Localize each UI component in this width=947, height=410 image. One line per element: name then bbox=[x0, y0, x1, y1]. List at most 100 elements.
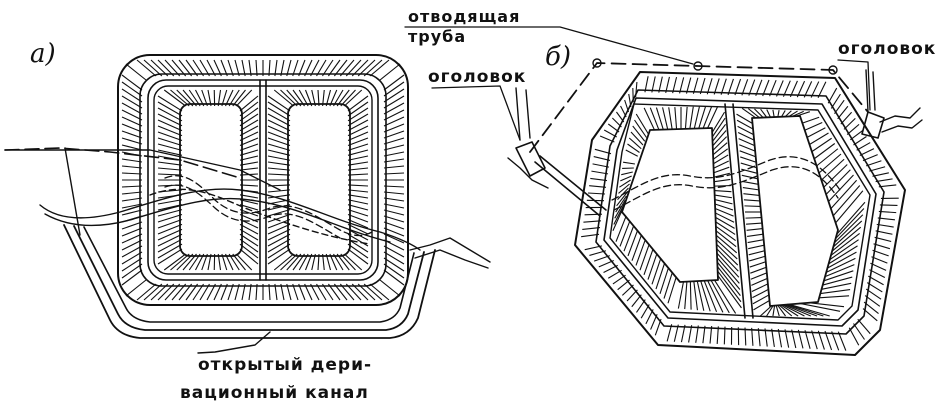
slope-hatch-tick bbox=[357, 59, 376, 77]
slope-hatch-tick bbox=[672, 76, 678, 94]
slope-hatch-tick bbox=[310, 59, 320, 77]
slope-hatch-tick bbox=[788, 110, 798, 117]
basin-b-outer-slope-hatch bbox=[581, 76, 899, 351]
slope-hatch-tick bbox=[121, 109, 143, 121]
slope-hatch-tick bbox=[383, 74, 405, 91]
slope-hatch-tick bbox=[746, 222, 763, 225]
slope-hatch-tick bbox=[255, 283, 258, 301]
basin-b-inner-slope-hatch bbox=[612, 105, 866, 317]
slope-hatch-tick bbox=[344, 89, 363, 107]
slope-hatch-tick bbox=[834, 99, 845, 114]
slope-hatch-tick bbox=[239, 248, 259, 265]
slope-hatch-tick bbox=[292, 253, 305, 271]
slope-hatch-tick bbox=[157, 228, 183, 241]
slope-hatch-tick bbox=[819, 295, 850, 299]
slope-hatch-tick bbox=[347, 189, 369, 193]
slope-hatch-tick bbox=[347, 113, 369, 127]
slope-hatch-tick bbox=[339, 59, 355, 77]
slope-hatch-tick bbox=[859, 148, 875, 156]
slope-hatch-tick bbox=[351, 283, 369, 301]
slope-hatch-tick bbox=[121, 158, 143, 163]
slope-hatch-tick bbox=[325, 253, 332, 271]
slope-hatch-tick bbox=[383, 109, 405, 121]
slope-hatch-tick bbox=[824, 330, 833, 351]
slope-hatch-tick bbox=[662, 107, 669, 130]
pipe-node bbox=[693, 61, 703, 71]
slope-hatch-tick bbox=[751, 283, 769, 293]
slope-hatch-tick bbox=[868, 275, 884, 286]
slope-hatch-tick bbox=[878, 210, 897, 214]
slope-hatch-tick bbox=[280, 283, 285, 301]
slope-hatch-tick bbox=[267, 167, 291, 171]
slope-hatch-tick bbox=[121, 221, 143, 230]
slope-hatch-tick bbox=[274, 283, 278, 301]
slope-hatch-tick bbox=[239, 173, 259, 176]
slope-hatch-tick bbox=[684, 106, 688, 129]
slope-hatch-tick bbox=[829, 239, 859, 261]
slope-hatch-tick bbox=[817, 330, 825, 350]
slope-hatch-tick bbox=[875, 178, 893, 183]
slope-hatch-tick bbox=[383, 88, 405, 103]
slope-hatch-tick bbox=[712, 130, 727, 147]
slope-hatch-tick bbox=[822, 276, 853, 286]
slope-hatch-tick bbox=[583, 220, 602, 223]
slope-hatch-tick bbox=[707, 280, 724, 313]
canal-label-line2: вационный канал bbox=[180, 383, 369, 403]
slope-hatch-tick bbox=[853, 136, 867, 146]
slope-hatch-tick bbox=[273, 89, 294, 107]
slope-hatch-tick bbox=[157, 218, 183, 229]
slope-hatch-tick bbox=[292, 59, 299, 77]
slope-hatch-tick bbox=[784, 110, 792, 118]
slope-hatch-tick bbox=[753, 299, 770, 311]
slope-hatch-tick bbox=[620, 105, 627, 118]
slope-hatch-tick bbox=[772, 305, 776, 317]
slope-hatch-tick bbox=[751, 277, 768, 286]
slope-hatch-tick bbox=[347, 238, 369, 253]
slope-hatch-tick bbox=[157, 143, 183, 151]
slope-hatch-tick bbox=[369, 59, 390, 77]
slope-hatch-tick bbox=[157, 233, 183, 247]
slope-hatch-tick bbox=[347, 228, 369, 241]
slope-hatch-tick bbox=[850, 130, 864, 141]
slope-hatch-tick bbox=[157, 243, 183, 259]
slope-hatch-tick bbox=[329, 89, 338, 107]
slope-hatch-tick bbox=[347, 143, 369, 151]
slope-hatch-tick bbox=[714, 190, 732, 193]
slope-hatch-tick bbox=[267, 218, 291, 229]
slope-hatch-tick bbox=[825, 169, 851, 195]
figure-b-pipe-route bbox=[529, 58, 869, 153]
slope-hatch-tick bbox=[383, 233, 405, 244]
slope-hatch-tick bbox=[347, 107, 369, 122]
slope-hatch-tick bbox=[827, 251, 857, 269]
slope-hatch-tick bbox=[617, 279, 630, 291]
slope-hatch-tick bbox=[831, 331, 840, 351]
slope-hatch-tick bbox=[716, 239, 738, 260]
slope-hatch-tick bbox=[336, 89, 350, 107]
slope-hatch-tick bbox=[632, 125, 646, 142]
slope-hatch-tick bbox=[239, 238, 259, 253]
basin-a bbox=[117, 54, 409, 306]
slope-hatch-tick bbox=[227, 59, 234, 77]
slope-hatch-tick bbox=[723, 326, 726, 345]
slope-hatch-tick bbox=[809, 132, 829, 145]
slope-hatch-tick bbox=[344, 253, 363, 271]
slope-hatch-tick bbox=[630, 131, 644, 146]
slope-hatch-tick bbox=[785, 303, 818, 317]
slope-hatch-tick bbox=[255, 59, 258, 77]
slope-hatch-tick bbox=[121, 130, 143, 139]
slope-hatch-tick bbox=[220, 59, 228, 77]
slope-hatch-tick bbox=[267, 173, 291, 176]
slope-hatch-tick bbox=[627, 143, 640, 153]
slope-hatch-tick bbox=[267, 107, 291, 122]
slope-hatch-tick bbox=[587, 192, 606, 195]
slope-hatch-tick bbox=[846, 123, 860, 135]
slope-hatch-tick bbox=[636, 299, 646, 313]
slope-hatch-tick bbox=[267, 119, 291, 132]
slope-hatch-tick bbox=[645, 309, 654, 325]
slope-hatch-tick bbox=[674, 107, 678, 130]
slope-hatch-tick bbox=[759, 305, 772, 317]
slope-hatch-tick bbox=[772, 109, 775, 118]
slope-hatch-tick bbox=[178, 59, 193, 77]
slope-hatch-tick bbox=[268, 59, 271, 77]
